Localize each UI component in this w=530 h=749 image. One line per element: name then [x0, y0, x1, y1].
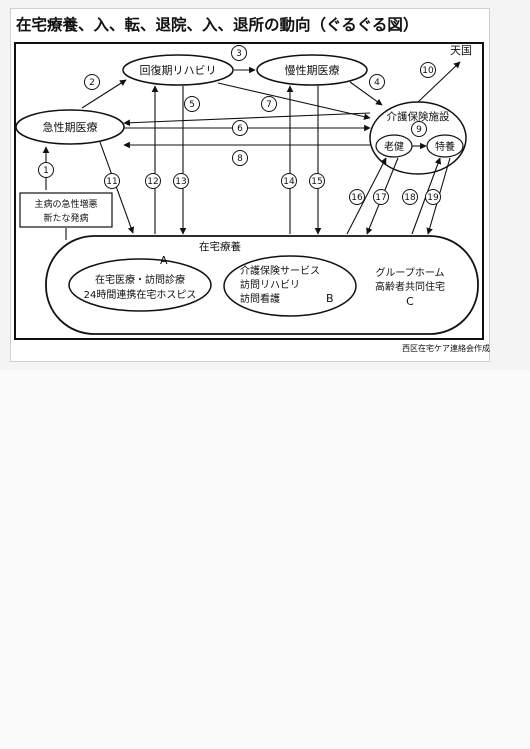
chronic-label: 慢性期医療	[285, 63, 340, 77]
flow-number-circle	[145, 173, 161, 189]
home-care-b-line-1: 介護保険サービス	[240, 264, 320, 277]
home-care-a-letter: A	[160, 254, 168, 267]
arrow-5	[123, 112, 371, 127]
flow-number-circle	[369, 74, 385, 90]
trigger-line-1: 主病の急性増悪	[34, 198, 97, 210]
home-care-b-line-2: 訪問リハビリ	[240, 278, 300, 291]
roken-label: 老健	[384, 140, 404, 153]
flow-number-circle	[84, 74, 100, 90]
flow-number-label: 8	[237, 154, 243, 164]
home-care-b-letter: B	[326, 292, 334, 305]
flow-number-circle	[261, 96, 277, 112]
credit-text: 西区在宅ケア連絡会作成	[402, 344, 490, 353]
trigger-line-2: 新たな発病	[43, 212, 88, 224]
home-care-c-line-1: グループホーム	[375, 266, 444, 279]
home-care-a-oval	[68, 258, 212, 312]
flow-number-circle	[281, 173, 297, 189]
flow-number-circle	[104, 173, 120, 189]
arrow-4	[349, 81, 383, 106]
flow-number-label: 13	[175, 177, 186, 187]
home-care-c-line-2: 高齢者共同住宅	[375, 280, 445, 293]
flow-number-label: 2	[89, 78, 95, 88]
flow-number-label: 15	[311, 177, 322, 187]
arrow-2	[81, 79, 127, 109]
flow-number-label: 14	[283, 177, 295, 187]
flow-number-circle	[184, 96, 200, 112]
arrow-10	[417, 61, 461, 103]
flow-number-circle	[425, 189, 441, 205]
flow-number-label: 5	[189, 100, 195, 110]
acute-label: 急性期医療	[43, 120, 98, 134]
flow-number-label: 19	[427, 193, 439, 203]
flow-number-label: 4	[374, 78, 380, 88]
diagram-title: 在宅療養、入、転、退院、入、退所の動向（ぐるぐる図）	[16, 16, 419, 34]
home-care-title: 在宅療養	[199, 240, 241, 253]
home-care-c-letter: C	[406, 295, 414, 308]
rehab-node	[122, 54, 234, 86]
flow-number-circle	[411, 121, 427, 137]
arrow-16	[346, 157, 387, 235]
flow-number-label: 16	[351, 193, 363, 203]
trigger-box	[19, 192, 113, 228]
flow-number-circle	[402, 189, 418, 205]
home-care-a-line-2: 24時間連携在宅ホスピス	[84, 288, 197, 301]
flow-number-circle	[309, 173, 325, 189]
flow-number-label: 3	[236, 49, 242, 59]
arrow-7	[217, 82, 371, 120]
flow-number-label: 9	[416, 125, 422, 135]
flow-number-label: 1	[43, 166, 49, 176]
acute-node	[15, 109, 125, 145]
flow-number-label: 12	[147, 177, 158, 187]
chronic-node	[256, 54, 368, 86]
flow-number-circle	[232, 150, 248, 166]
flow-number-label: 11	[106, 177, 117, 187]
care-facility-label: 介護保険施設	[387, 110, 450, 123]
flow-number-label: 7	[266, 100, 272, 110]
flow-number-circle	[349, 189, 365, 205]
home-care-b-line-3: 訪問看護	[240, 292, 280, 305]
heaven-label: 天国	[450, 44, 472, 57]
flow-number-circle	[173, 173, 189, 189]
rehab-label: 回復期リハビリ	[140, 64, 217, 77]
home-care-a-line-1: 在宅医療・訪問診療	[95, 273, 185, 286]
flow-number-label: 10	[422, 66, 434, 76]
tokuyou-label: 特養	[435, 140, 455, 153]
diagram-frame	[14, 42, 484, 340]
flow-number-circle	[232, 120, 248, 136]
home-care-b-oval	[223, 255, 357, 317]
flow-number-circle	[420, 62, 436, 78]
flow-number-label: 18	[404, 193, 416, 203]
flow-number-circle	[373, 189, 389, 205]
flow-number-label: 6	[237, 124, 243, 134]
flow-number-circle	[231, 45, 247, 61]
flow-number-label: 17	[375, 193, 386, 203]
tokuyou-node	[426, 134, 464, 158]
flow-number-circle	[38, 162, 54, 178]
